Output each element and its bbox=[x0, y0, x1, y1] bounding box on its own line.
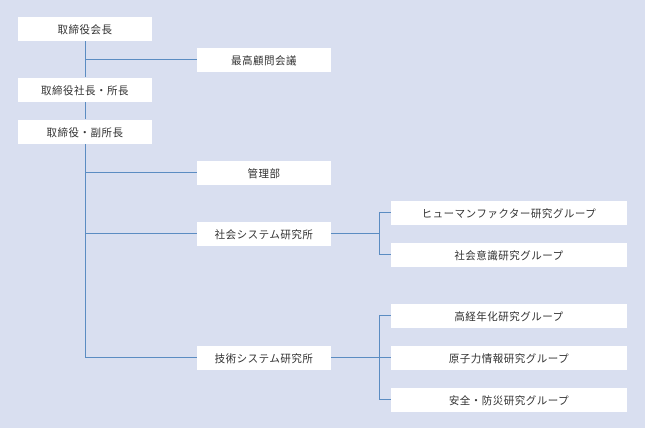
connector-president-vp bbox=[85, 101, 86, 119]
connector-social-lab-branch bbox=[379, 212, 380, 254]
node-technical-systems-lab: 技術システム研究所 bbox=[197, 346, 331, 370]
connector-social-awareness-group bbox=[379, 254, 391, 255]
connector-technical-systems-lab bbox=[85, 357, 197, 358]
node-social-awareness-group: 社会意識研究グループ bbox=[391, 243, 627, 267]
node-advisory-council: 最高顧問会議 bbox=[197, 48, 331, 72]
connector-social-systems-lab bbox=[85, 233, 197, 234]
node-human-factors-group: ヒューマンファクター研究グループ bbox=[391, 201, 627, 225]
connector-advisory-council bbox=[85, 59, 197, 60]
connector-technical-lab-branch bbox=[379, 315, 380, 399]
node-nuclear-info-group: 原子力情報研究グループ bbox=[391, 346, 627, 370]
node-safety-disaster-group: 安全・防災研究グループ bbox=[391, 388, 627, 412]
node-management-dept: 管理部 bbox=[197, 161, 331, 185]
connector-safety-disaster-group bbox=[379, 399, 391, 400]
node-chairman: 取締役会長 bbox=[18, 17, 152, 41]
connector-technical-lab-out bbox=[330, 357, 391, 358]
connector-social-lab-out bbox=[330, 233, 380, 234]
connector-human-factors-group bbox=[379, 212, 391, 213]
connector-aging-group bbox=[379, 315, 391, 316]
connector-main-trunk-lower bbox=[85, 143, 86, 358]
connector-management-dept bbox=[85, 172, 197, 173]
node-vice-president: 取締役・副所長 bbox=[18, 120, 152, 144]
node-aging-group: 高経年化研究グループ bbox=[391, 304, 627, 328]
node-president: 取締役社長・所長 bbox=[18, 78, 152, 102]
node-social-systems-lab: 社会システム研究所 bbox=[197, 222, 331, 246]
